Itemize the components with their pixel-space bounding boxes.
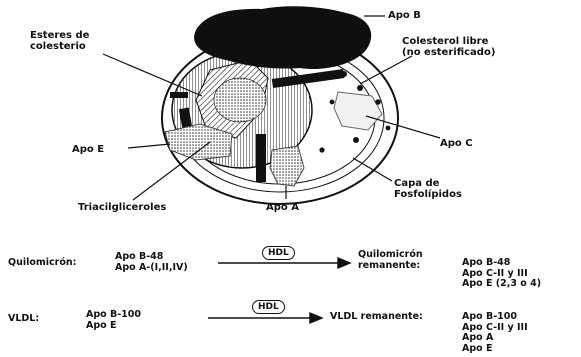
pathway-1-result-apo-1: Apo B-48 [462,258,541,269]
label-triacilgliceroles: Triacilgliceroles [78,202,166,213]
pathway-2-apos: Apo B-100 Apo E [86,310,141,331]
pathway-1-apos: Apo B-48 Apo A-(I,II,IV) [115,252,188,273]
label-colesterol-libre-line2: (no esterificado) [402,47,495,58]
apo-bar-bottom [256,134,266,182]
label-colesterol-libre-line1: Colesterol libre [402,36,495,47]
pathway-2-result-name: VLDL remanente: [330,312,423,323]
pathway-1-result-name-line1: Quilomicrón [358,250,423,261]
pathway-1-result-apos: Apo B-48 Apo C-II y III Apo E (2,3 o 4) [462,258,541,290]
label-esteres-line1: Esteres de [30,30,89,41]
pathway-1-result-name-line2: remanente: [358,261,423,272]
pathway-1-hdl-badge: HDL [262,246,295,260]
label-apo-b: Apo B [388,10,421,21]
label-apo-a: Apo A [266,202,299,213]
label-capa-line1: Capa de [394,178,462,189]
label-capa-fosfolipidos: Capa de Fosfolípidos [394,178,462,200]
pathway-2-apo-1: Apo B-100 [86,310,141,321]
pathway-1-apo-2: Apo A-(I,II,IV) [115,263,188,274]
pathway-2-name: VLDL: [8,314,39,325]
pathway-1-apo-1: Apo B-48 [115,252,188,263]
pathway-2-result-apo-1: Apo B-100 [462,312,528,323]
pathway-2-apo-2: Apo E [86,321,141,332]
apo-bar-left2 [170,92,188,98]
pathway-2-result-apos: Apo B-100 Apo C-II y III Apo A Apo E [462,312,528,354]
pathway-2-result-apo-3: Apo A [462,333,528,344]
label-colesterol-libre: Colesterol libre (no esterificado) [402,36,495,58]
pathway-1-name: Quilomicrón: [8,258,76,269]
label-apo-e: Apo E [72,144,104,155]
label-capa-line2: Fosfolípidos [394,189,462,200]
pathway-2-hdl-badge: HDL [252,300,285,314]
label-apo-c: Apo C [440,138,473,149]
label-esteres: Esteres de colesterio [30,30,89,52]
pathway-1-result-name: Quilomicrón remanente: [358,250,423,271]
pathway-2-result-apo-4: Apo E [462,344,528,355]
label-esteres-line2: colesterio [30,41,89,52]
pathway-2-result-name-line1: VLDL remanente: [330,312,423,323]
pathway-1-result-apo-3: Apo E (2,3 o 4) [462,279,541,290]
